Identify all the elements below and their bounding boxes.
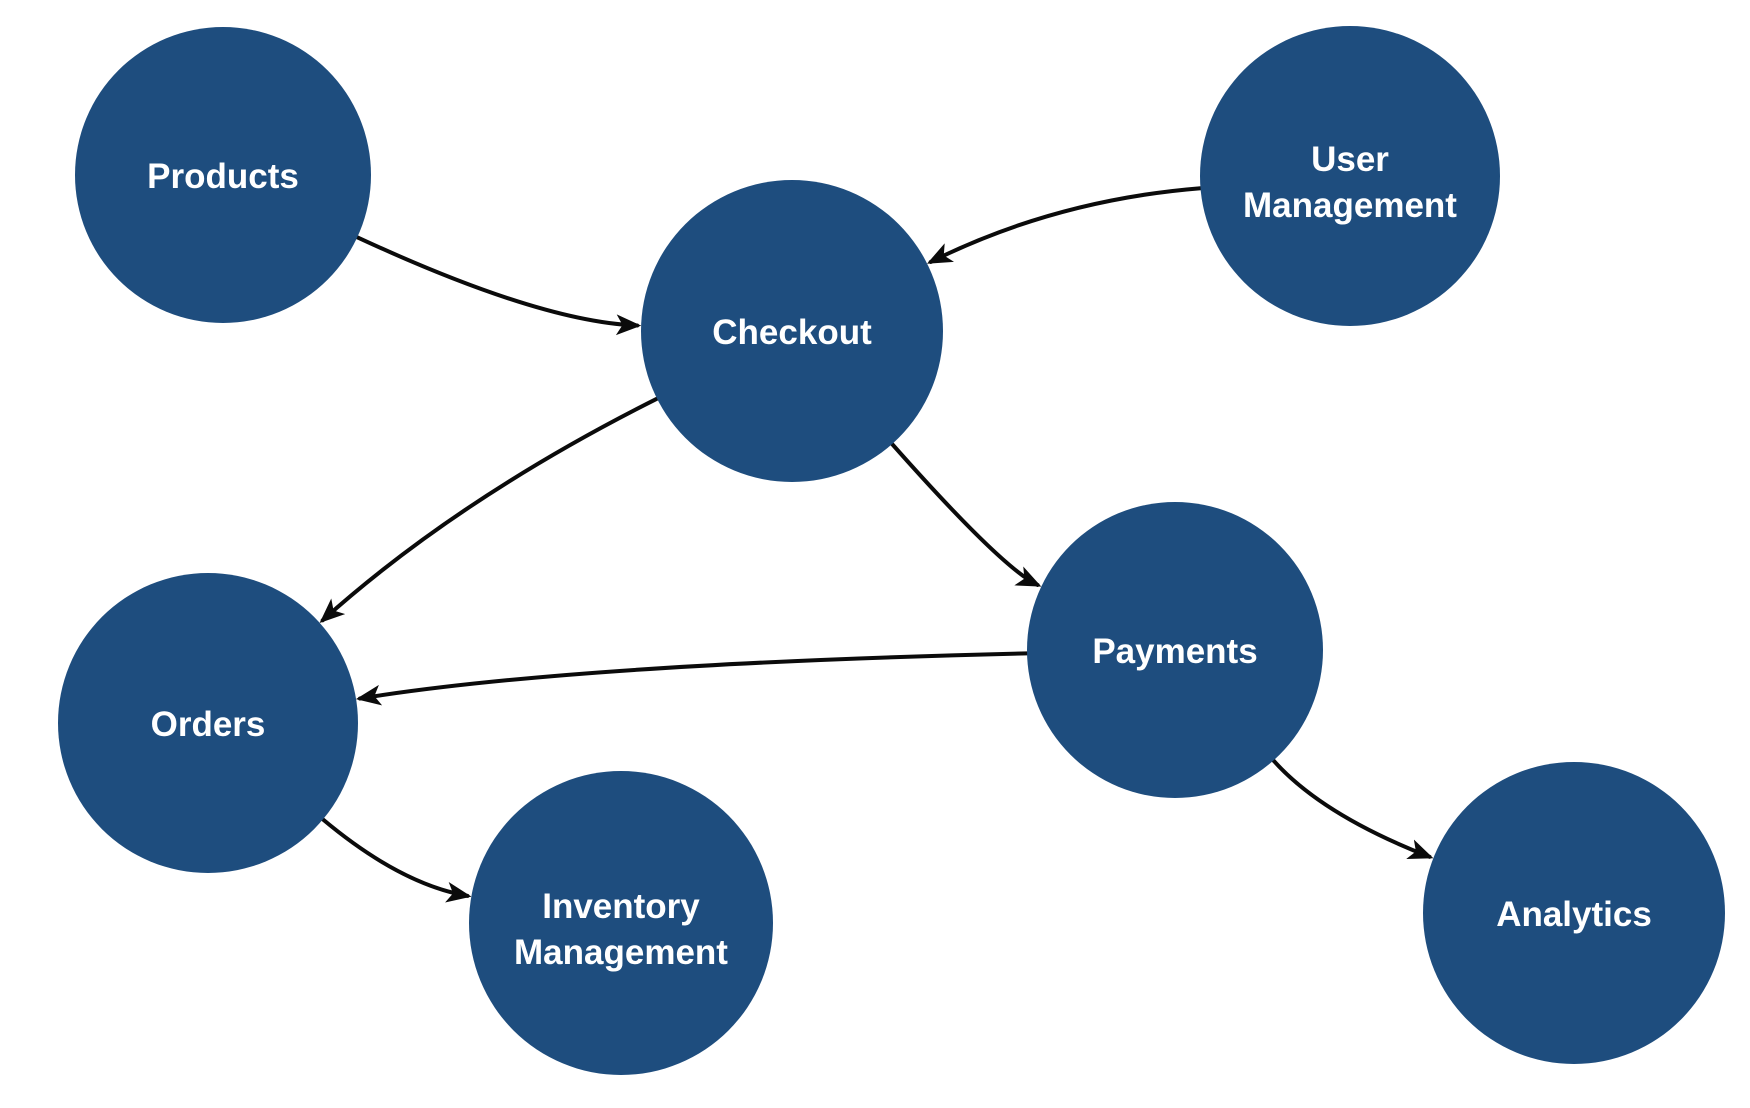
edge-checkout-payments [890,442,1042,587]
edge-user-management-checkout [926,186,1203,264]
edge-orders-inventory-management [320,817,472,903]
node-checkout[interactable]: Checkout [641,180,943,482]
node-orders[interactable]: Orders [58,573,358,873]
orders-circle[interactable] [58,573,358,873]
node-analytics[interactable]: Analytics [1423,762,1725,1064]
analytics-label: Analytics [1496,895,1652,934]
edge-payments-orders [355,651,1029,706]
node-products[interactable]: Products [75,27,371,323]
checkout-label: Checkout [712,313,872,352]
edge-checkout-orders [319,396,659,623]
edge-products-checkout [355,235,642,336]
edge-payments-analytics [1271,758,1434,859]
node-payments[interactable]: Payments [1027,502,1323,798]
products-label: Products [147,157,299,196]
checkout-circle[interactable] [641,180,943,482]
orders-label: Orders [151,705,266,744]
user-management-circle[interactable] [1200,26,1500,326]
edges-layer [319,186,1434,903]
analytics-circle[interactable] [1423,762,1725,1064]
products-circle[interactable] [75,27,371,323]
inventory-management-circle[interactable] [469,771,773,1075]
payments-label: Payments [1092,632,1257,671]
payments-circle[interactable] [1027,502,1323,798]
